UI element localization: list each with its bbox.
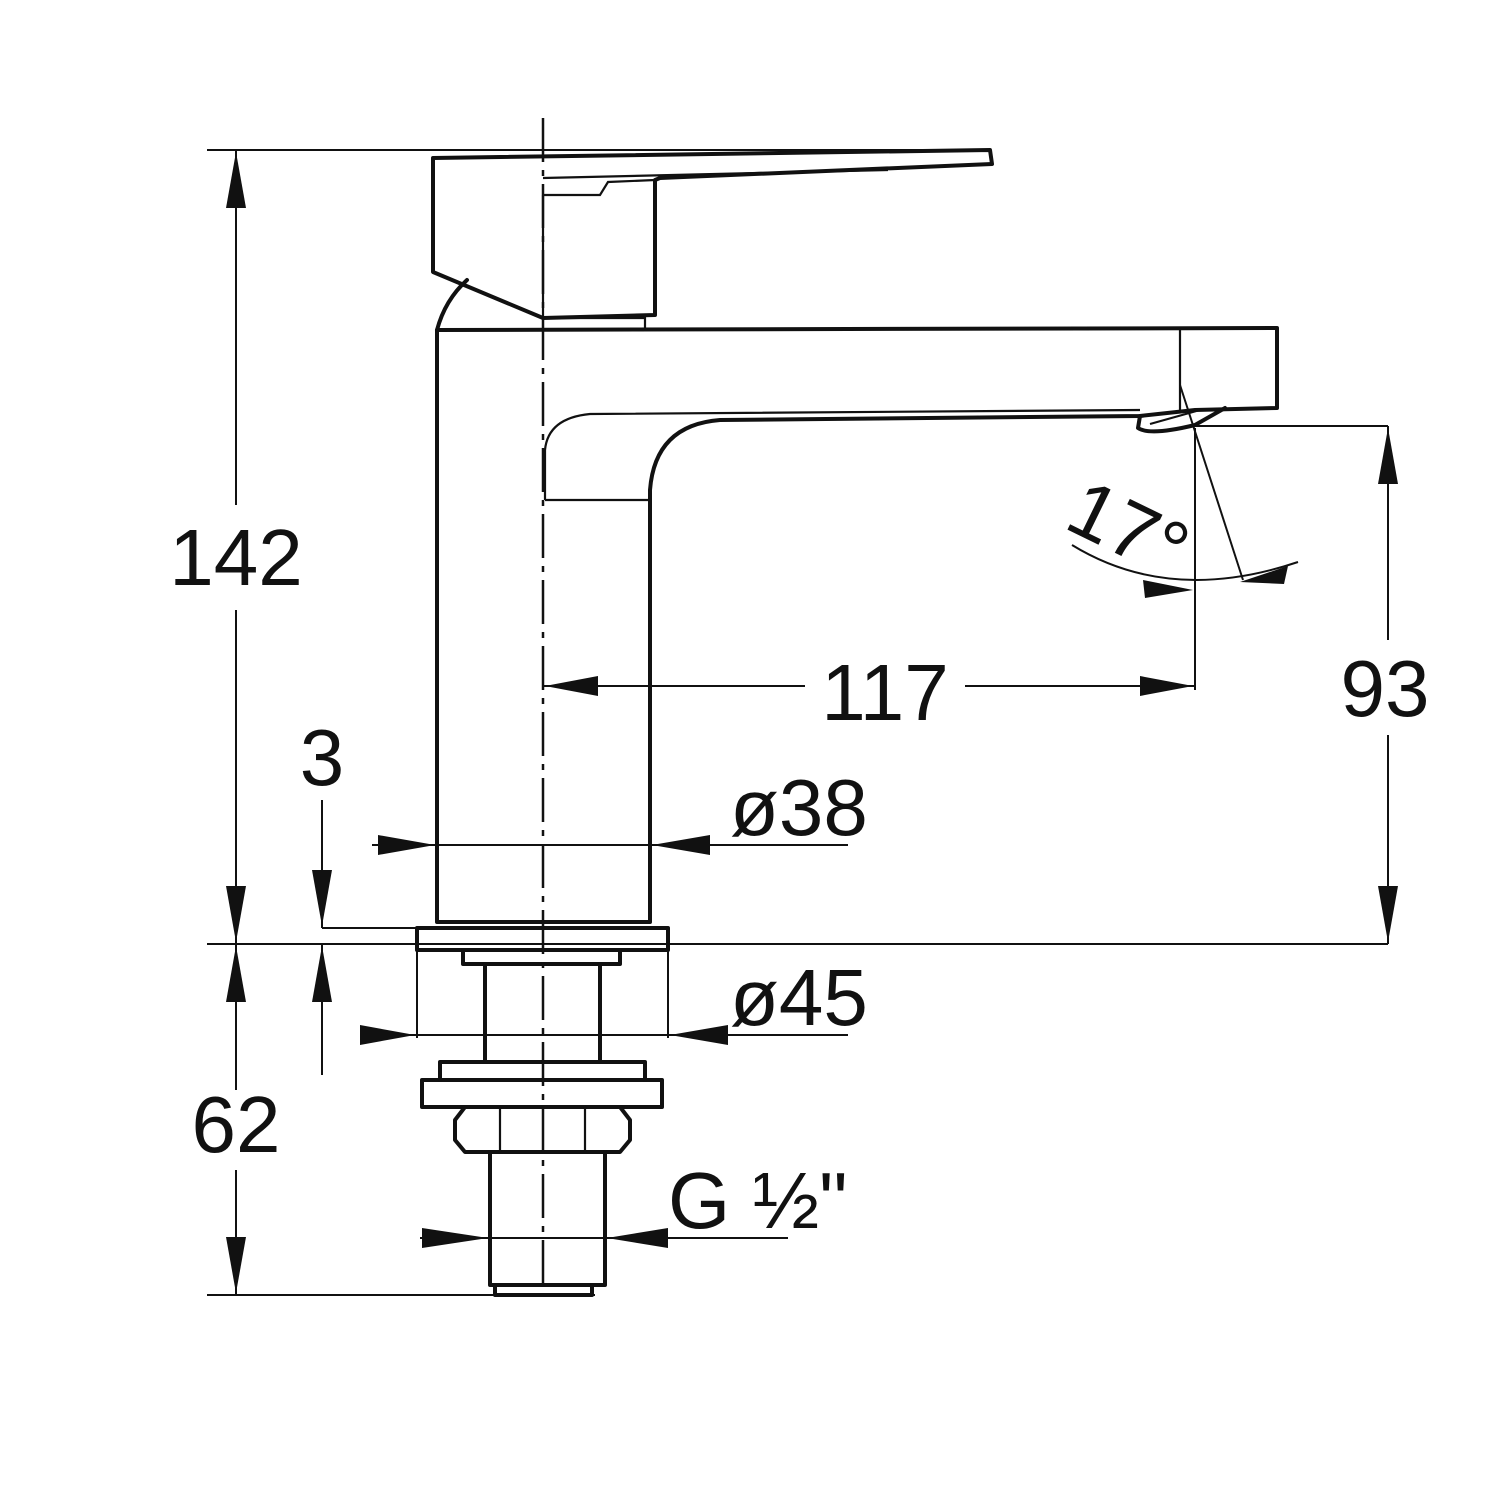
lever-handle — [431, 148, 994, 320]
label-shank-length: 62 — [192, 1080, 281, 1169]
shank-upper — [483, 962, 602, 1064]
nut-facets — [498, 1107, 587, 1152]
cartridge-cap — [435, 278, 469, 332]
dim-142-arrow-top — [226, 152, 246, 208]
dimension-labels: 142 62 3 93 117 ø38 ø45 G ½" 17° — [169, 462, 1429, 1245]
dim-3-arrow-top — [312, 870, 332, 926]
label-body-diameter: ø38 — [730, 763, 868, 852]
label-total-height: 142 — [169, 513, 302, 602]
dim-thread-arrow-left — [422, 1228, 488, 1248]
dim-62-arrow-bottom — [226, 1237, 246, 1293]
lever-inner-line — [543, 178, 656, 197]
dim-45-arrow-right — [670, 1025, 728, 1045]
label-base-gap: 3 — [300, 713, 345, 802]
label-base-diameter: ø45 — [730, 953, 868, 1042]
aerator — [1136, 406, 1227, 434]
dim-142-arrow-bottom — [226, 886, 246, 942]
dim-62-arrow-top — [226, 946, 246, 1002]
lever-top-line — [542, 168, 889, 180]
cartridge-cap-lower — [543, 316, 647, 328]
angle-arc — [1071, 544, 1299, 581]
shank-lower — [488, 1150, 607, 1287]
dim-117-arrow-left — [545, 676, 598, 696]
angle-arrow-left — [1143, 580, 1193, 598]
dimension-lines — [207, 149, 1398, 1296]
body-and-spout — [435, 326, 1279, 924]
dim-38-arrow-right — [652, 835, 710, 855]
angle-arrow-right — [1240, 566, 1288, 584]
label-spray-angle: 17° — [1055, 462, 1203, 595]
fixing-nut — [453, 1105, 632, 1154]
spout-inner-contour — [543, 408, 1141, 500]
dim-38-arrow-left — [378, 835, 435, 855]
dim-117-arrow-right — [1140, 676, 1193, 696]
dim-45-arrow-left — [360, 1025, 415, 1045]
dim-93-arrow-top — [1378, 428, 1398, 484]
label-spout-reach: 117 — [821, 648, 949, 737]
dim-93-arrow-bottom — [1378, 886, 1398, 942]
angle-ray — [1179, 384, 1244, 581]
dim-thread-arrow-right — [607, 1228, 668, 1248]
dim-3-arrow-bottom — [312, 946, 332, 1002]
label-thread: G ½" — [668, 1156, 848, 1245]
under-washer — [461, 948, 622, 966]
label-outlet-height: 93 — [1341, 644, 1430, 733]
aerator-detail — [1149, 408, 1201, 426]
